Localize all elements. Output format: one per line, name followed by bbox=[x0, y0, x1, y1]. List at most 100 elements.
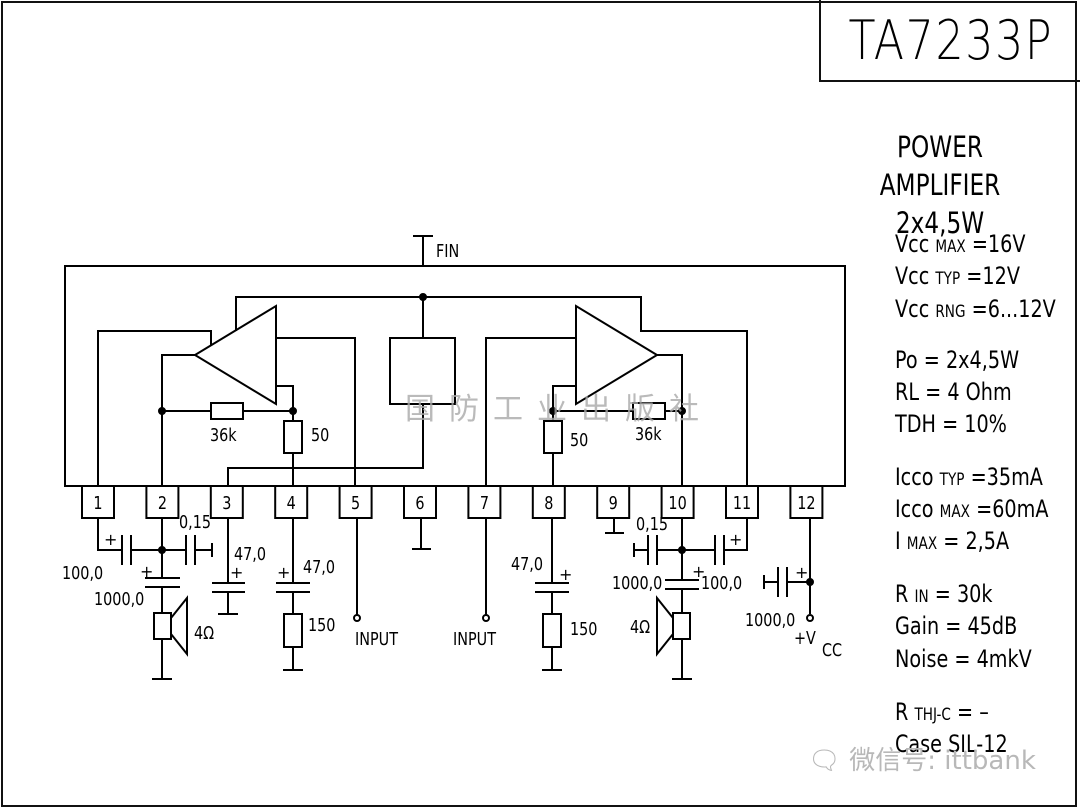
resistor-150-right bbox=[542, 613, 562, 648]
spec-value: = 30k bbox=[934, 580, 993, 608]
amp-left-feedback-node bbox=[276, 385, 294, 411]
spec-item: R THJ-C = – bbox=[895, 698, 989, 726]
spec-qualifier: MAX bbox=[906, 534, 938, 554]
spec-item: Noise = 4mkV bbox=[895, 645, 1032, 673]
spec-qualifier: TYP bbox=[935, 269, 961, 289]
spec-item: Icco MAX =60mA bbox=[895, 495, 1048, 523]
fin-label: FIN bbox=[436, 240, 459, 261]
title-block: TA7233P bbox=[819, 0, 1080, 82]
spec-item: Icco TYP =35mA bbox=[895, 463, 1043, 491]
supply-terminal[interactable] bbox=[806, 614, 814, 622]
pin10-wire bbox=[657, 354, 683, 486]
plus-sign: + bbox=[559, 565, 572, 584]
speaker-coil-left bbox=[153, 612, 172, 640]
input-terminal-left[interactable] bbox=[353, 614, 361, 622]
label-36k-right: 36k bbox=[635, 423, 662, 444]
pin-5 bbox=[338, 485, 373, 519]
spec-value: =60mA bbox=[976, 495, 1049, 523]
spec-value: = 4mkV bbox=[954, 645, 1032, 673]
spec-name: Vcc bbox=[895, 262, 930, 290]
wechat-icon: 🗨 bbox=[808, 746, 842, 776]
spec-value: = 2,5A bbox=[943, 527, 1010, 555]
part-number: TA7233P bbox=[848, 8, 1053, 72]
chip-description: POWER AMPLIFIER 2x4,5W bbox=[844, 128, 1036, 242]
spec-name: Icco bbox=[895, 495, 934, 523]
spec-name: RL bbox=[895, 378, 920, 406]
spec-item: I MAX = 2,5A bbox=[895, 527, 1009, 555]
spec-value: = 4 Ohm bbox=[925, 378, 1012, 406]
pin-4 bbox=[274, 485, 309, 519]
plus-sign: + bbox=[230, 563, 243, 582]
spec-qualifier: TYP bbox=[939, 470, 965, 490]
internal-bias-rail bbox=[235, 296, 642, 331]
ic-body bbox=[64, 265, 846, 487]
plus-sign: + bbox=[277, 563, 290, 582]
spec-item: RL = 4 Ohm bbox=[895, 378, 1012, 406]
label-speaker-left: 4Ω bbox=[194, 622, 214, 643]
spec-value: = – bbox=[957, 698, 989, 726]
spec-value: =12V bbox=[966, 262, 1020, 290]
spec-value: = 45dB bbox=[945, 612, 1018, 640]
spec-value: = 2x4,5W bbox=[923, 346, 1020, 374]
pin11-wire bbox=[640, 325, 748, 486]
spec-item: Vcc RNG =6...12V bbox=[895, 295, 1056, 323]
spec-value: =35mA bbox=[970, 463, 1043, 491]
plus-sign: + bbox=[140, 562, 153, 581]
publisher-watermark: 国防工业出版社 bbox=[405, 392, 713, 427]
label-c-1000-right: 1000,0 bbox=[612, 572, 662, 593]
spec-item: Po = 2x4,5W bbox=[895, 346, 1019, 374]
junction-dot bbox=[678, 407, 686, 415]
pin1-wire bbox=[97, 330, 212, 486]
spec-qualifier: RNG bbox=[935, 302, 966, 322]
spec-item: Vcc TYP =12V bbox=[895, 262, 1020, 290]
label-speaker-right: 4Ω bbox=[630, 616, 650, 637]
resistor-150-left bbox=[283, 613, 303, 648]
pin7-wire bbox=[485, 337, 576, 486]
wechat-watermark: 🗨 微信号: ittbank bbox=[808, 740, 1036, 777]
label-r-150-right: 150 bbox=[570, 618, 597, 639]
plus-sign: + bbox=[692, 562, 705, 581]
pin-label: 11 bbox=[733, 492, 751, 513]
pin-label: 7 bbox=[480, 492, 489, 513]
spec-value: SIL-12 bbox=[948, 730, 1008, 758]
label-c-47-pin3: 47,0 bbox=[234, 543, 266, 564]
label-input-right[interactable]: INPUT bbox=[453, 628, 496, 649]
spec-item: TDH = 10% bbox=[895, 410, 1007, 438]
pin-label: 6 bbox=[415, 492, 424, 513]
spec-name: Case bbox=[895, 730, 942, 758]
amplifier-right bbox=[575, 304, 659, 406]
resistor-50-left bbox=[283, 420, 303, 454]
description-line-1: POWER AMPLIFIER bbox=[879, 130, 1001, 202]
input-terminal-right[interactable] bbox=[482, 614, 490, 622]
pin5-wire bbox=[276, 337, 356, 486]
label-vcc-sub: CC bbox=[822, 639, 842, 660]
spec-value: = 10% bbox=[942, 410, 1007, 438]
label-c-100-right: 100,0 bbox=[701, 572, 742, 593]
pin-7 bbox=[467, 485, 502, 519]
resistor-36k-left bbox=[210, 402, 244, 420]
pin-label: 2 bbox=[158, 492, 167, 513]
spec-qualifier: MAX bbox=[939, 502, 970, 522]
spec-name: R bbox=[895, 580, 909, 608]
spec-name: Icco bbox=[895, 463, 934, 491]
pin-label: 8 bbox=[544, 492, 553, 513]
spec-name: Vcc bbox=[895, 230, 930, 258]
spec-item: Gain = 45dB bbox=[895, 612, 1017, 640]
spec-name: I bbox=[895, 527, 901, 555]
label-50-left: 50 bbox=[311, 424, 329, 445]
label-36k-left: 36k bbox=[210, 424, 237, 445]
label-input-left[interactable]: INPUT bbox=[355, 628, 398, 649]
spec-name: Gain bbox=[895, 612, 940, 640]
pin-label: 3 bbox=[222, 492, 231, 513]
spec-name: R bbox=[895, 698, 909, 726]
plus-sign: + bbox=[795, 563, 808, 582]
label-50-right: 50 bbox=[570, 429, 588, 450]
amplifier-left bbox=[193, 304, 277, 406]
pin-11 bbox=[725, 485, 759, 519]
pin-label: 1 bbox=[93, 492, 102, 513]
pin-label: 9 bbox=[609, 492, 618, 513]
spec-name: Noise bbox=[895, 645, 949, 673]
label-c-47-pin8: 47,0 bbox=[511, 553, 543, 574]
